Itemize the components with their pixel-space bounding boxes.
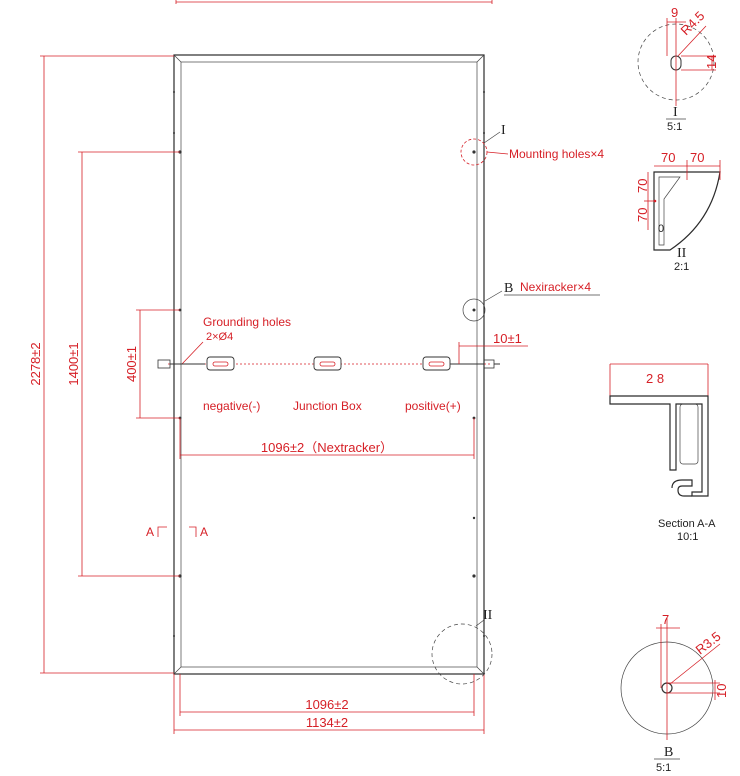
nextracker-label: Nexiracker×4 xyxy=(520,280,591,294)
detail-B-dim-10: 10 xyxy=(714,684,729,698)
positive-label: positive(+) xyxy=(405,399,461,413)
negative-connector xyxy=(206,356,235,371)
ground-pitch-dimension: 400±1 xyxy=(124,309,180,419)
section-aa-title: Section A-A xyxy=(658,518,716,530)
detail-I-callout: I Mounting holes×4 xyxy=(460,123,604,166)
mount-pitch-dimension: 1400±1 xyxy=(66,151,180,577)
detail-I-dim-9: 9 xyxy=(671,5,678,20)
detail-II-dim-70d: 70 xyxy=(635,208,650,222)
dim-height-label: 2278±2 xyxy=(28,342,43,385)
grounding-holes-label: Grounding holes xyxy=(203,315,291,329)
section-marker-a: A A xyxy=(146,525,208,539)
section-a-right: A xyxy=(200,525,208,539)
dim-mount-pitch-label: 1400±1 xyxy=(66,342,81,385)
positive-connector xyxy=(422,356,451,371)
detail-II-dim-0: 0 xyxy=(658,223,664,235)
dim-overall-width-label: 1134±2 xyxy=(306,715,348,730)
mounting-holes-label: Mounting holes×4 xyxy=(509,147,604,161)
dim-offset-label: 10±1 xyxy=(493,331,522,346)
detail-II-callout: II xyxy=(431,608,493,685)
marker-II: II xyxy=(483,608,493,623)
overall-width-dimension: 1134±2 xyxy=(173,674,485,734)
section-aa: 2 8 Section A-A 10:1 xyxy=(609,363,716,543)
detail-B-label: B xyxy=(664,745,673,760)
detail-B-callout: B Nexiracker×4 xyxy=(462,280,600,322)
marker-B: B xyxy=(504,281,513,296)
junction-box-label: Junction Box xyxy=(293,399,362,413)
dim-nextracker-width-label: 1096±2（Nextracker） xyxy=(261,440,393,455)
frame-holes xyxy=(173,91,485,637)
detail-I-scale: 5:1 xyxy=(667,121,682,133)
section-aa-dim-28: 2 8 xyxy=(646,371,664,386)
detail-I-label: I xyxy=(673,105,678,120)
detail-I-dim-r: R4.5 xyxy=(678,8,708,38)
detail-II-label: II xyxy=(677,246,687,261)
marker-I: I xyxy=(501,123,506,138)
detail-B-dim-7: 7 xyxy=(662,612,669,627)
detail-B-scale: 5:1 xyxy=(656,762,671,774)
detail-II-dim-70a: 70 xyxy=(661,150,675,165)
dim-ground-pitch-label: 400±1 xyxy=(124,346,139,382)
offset-dimension: 10±1 xyxy=(458,331,528,364)
section-a-left: A xyxy=(146,525,154,539)
grounding-spec-label: 2×Ø4 xyxy=(206,331,233,343)
section-aa-scale: 10:1 xyxy=(677,531,698,543)
mount-width-dimension: 1096±2 xyxy=(179,674,475,716)
detail-II-dim-70b: 70 xyxy=(690,150,704,165)
grounding-holes-callout: Grounding holes 2×Ø4 xyxy=(181,315,291,365)
detail-II: 70 70 70 70 0 II 2:1 xyxy=(635,150,721,273)
negative-label: negative(-) xyxy=(203,399,260,413)
detail-I: 9 R4.5 14 I 5:1 xyxy=(637,5,719,133)
detail-II-dim-70c: 70 xyxy=(635,179,650,193)
dim-mount-width-label: 1096±2 xyxy=(305,697,348,712)
top-fragment xyxy=(175,0,493,4)
detail-B: 7 R3.5 10 B 5:1 xyxy=(620,612,729,774)
cable-assembly xyxy=(157,356,500,371)
junction-box xyxy=(313,356,342,371)
nextracker-width-dimension: 1096±2（Nextracker） xyxy=(179,418,475,459)
detail-I-dim-14: 14 xyxy=(704,55,719,69)
height-dimension: 2278±2 xyxy=(28,55,174,674)
detail-II-scale: 2:1 xyxy=(674,261,689,273)
